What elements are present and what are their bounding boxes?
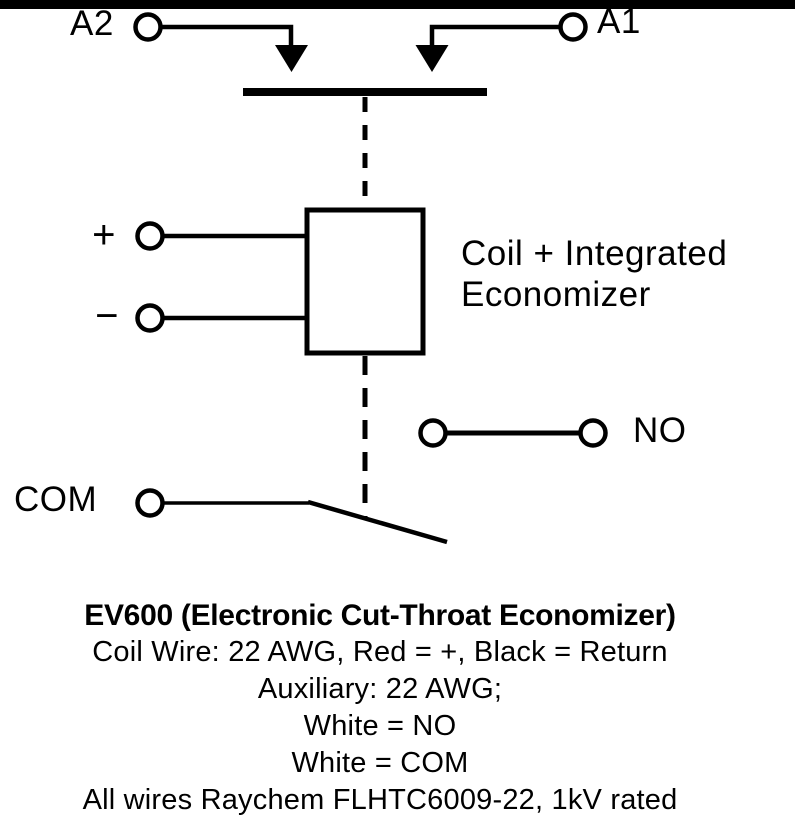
no-label: NO (633, 411, 687, 450)
terminal-no-right-circle (578, 418, 608, 448)
plus-label: + (92, 212, 116, 257)
notes-wire-rating: All wires Raychem FLHTC6009-22, 1kV rate… (82, 784, 678, 816)
wire-a1 (429, 24, 560, 47)
minus-label: − (95, 293, 119, 338)
notes-white-no: White = NO (303, 710, 457, 742)
terminal-a1-circle (558, 12, 588, 42)
notes-auxiliary: Auxiliary: 22 AWG; (257, 673, 503, 705)
terminal-a2-circle (133, 12, 163, 42)
coil-economizer-box (304, 207, 426, 356)
terminal-com-circle (135, 488, 165, 518)
terminal-no-left-circle (418, 418, 448, 448)
notes-title: EV600 (Electronic Cut-Throat Economizer) (84, 599, 676, 632)
spec-notes: EV600 (Electronic Cut-Throat Economizer)… (0, 597, 760, 819)
contact-bar (243, 88, 487, 96)
wire-a2 (161, 24, 294, 47)
coil-economizer-label: Coil + Integrated Economizer (461, 233, 727, 315)
notes-white-com: White = COM (291, 747, 469, 779)
a2-label: A2 (70, 4, 114, 43)
coil-label-line2: Economizer (461, 275, 651, 314)
arrowhead-a2-icon (275, 45, 308, 72)
terminal-minus-circle (135, 303, 165, 333)
terminal-plus-circle (135, 221, 165, 251)
notes-coil-wire: Coil Wire: 22 AWG, Red = +, Black = Retu… (92, 636, 668, 668)
com-label: COM (14, 480, 98, 519)
wiring-schematic (133, 12, 608, 545)
arrowhead-a1-icon (415, 45, 449, 72)
top-border-bar (0, 0, 795, 9)
switch-blade (307, 499, 448, 545)
a1-label: A1 (597, 2, 641, 41)
coil-label-line1: Coil + Integrated (461, 234, 728, 273)
